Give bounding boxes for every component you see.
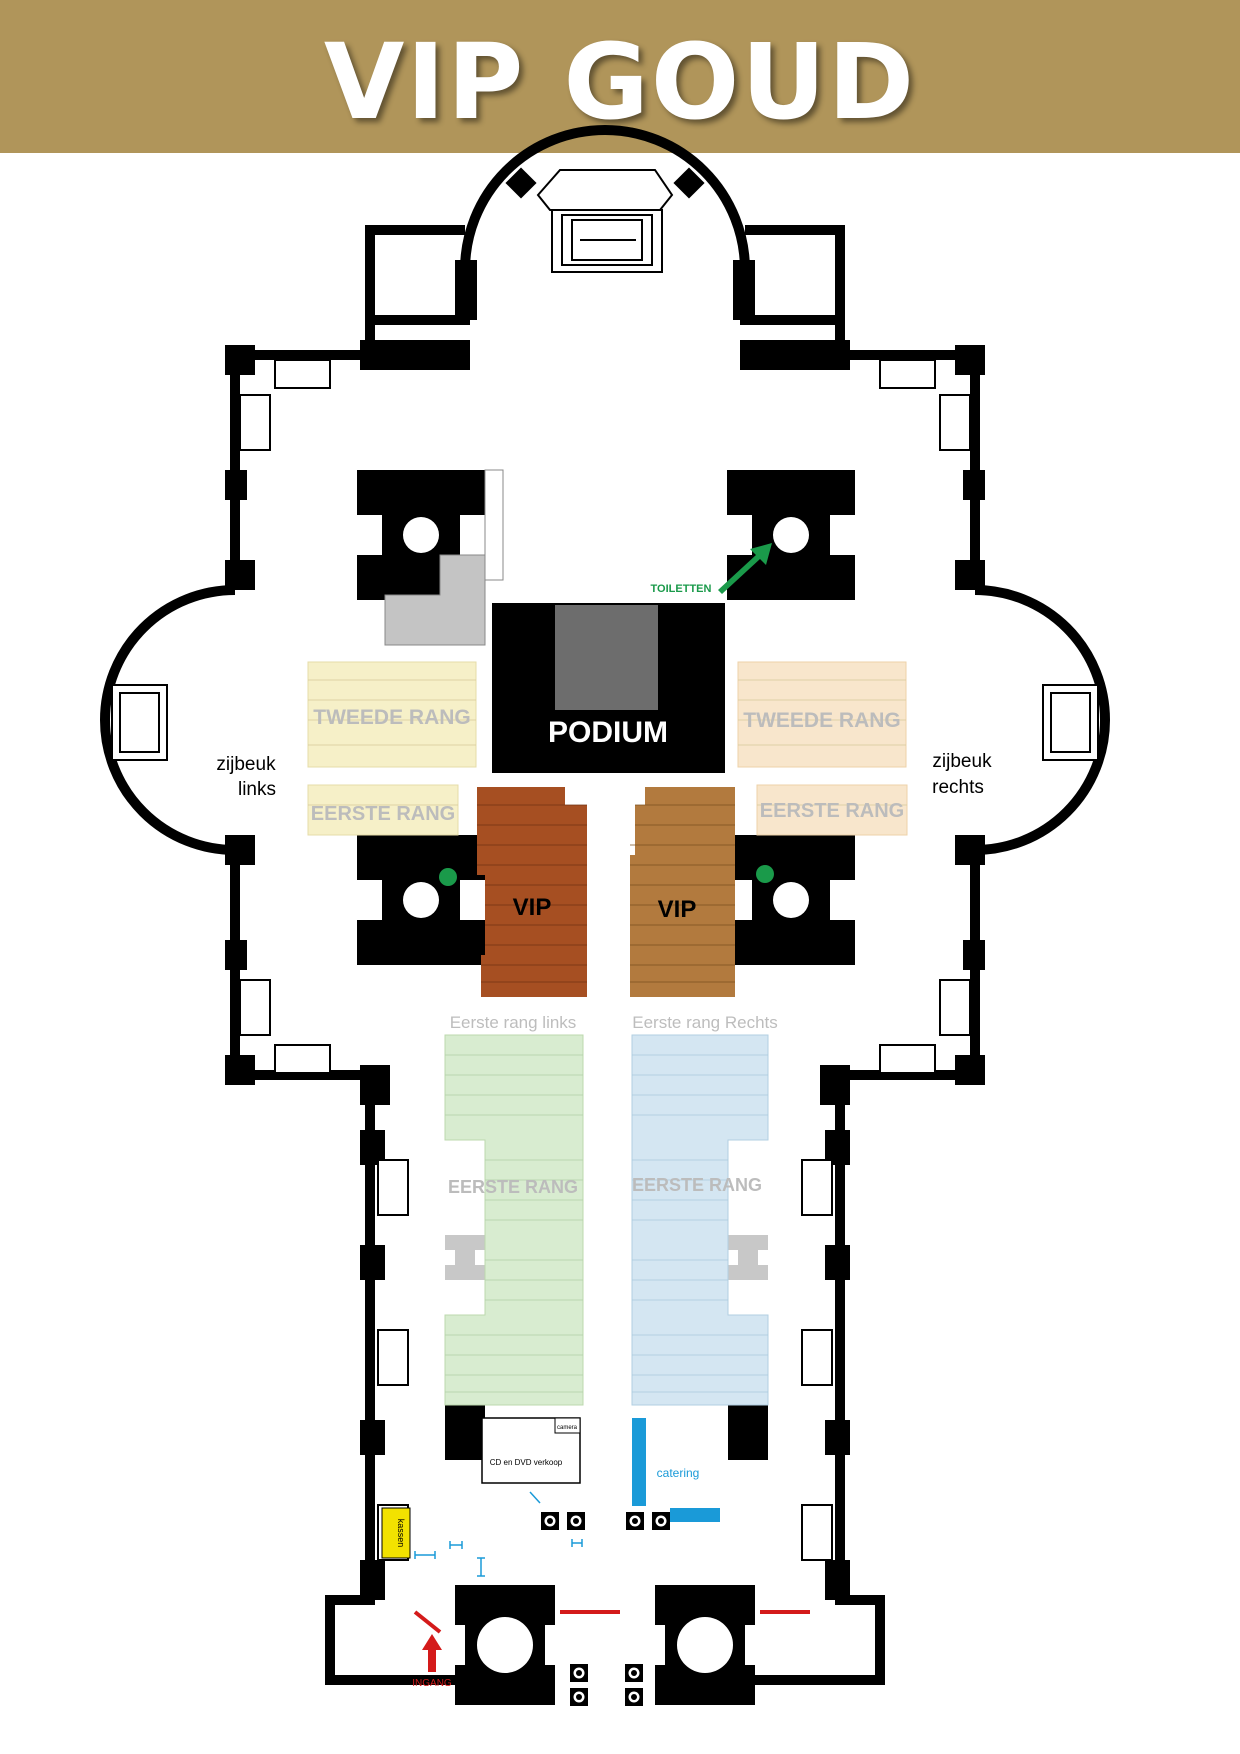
catering-label: catering — [657, 1466, 700, 1480]
section-tweede-rang-left[interactable] — [307, 661, 477, 768]
toiletten-label: TOILETTEN — [651, 583, 712, 595]
section-eerste-rang-left-transept[interactable] — [307, 784, 459, 836]
sacristy-strip — [484, 469, 504, 581]
vip-seat-lines-right — [630, 804, 735, 983]
section-vip-left[interactable] — [477, 787, 587, 997]
two-x-right-label: 2X — [760, 849, 770, 858]
zijbeuk-links-line1: zijbeuk — [216, 754, 276, 775]
nave-seat-lines-right — [632, 1054, 768, 1393]
podium-screen — [555, 605, 658, 710]
eerste-rang-right-transept-label: EERSTE RANG — [760, 800, 904, 822]
nave-pillars-black — [445, 1405, 768, 1460]
kassen-label: kassen — [396, 1519, 406, 1548]
transept-seat-lines — [308, 679, 907, 806]
stanchion-markers — [414, 1491, 583, 1577]
apse-altar — [536, 169, 674, 273]
two-x-marker-right[interactable] — [756, 865, 774, 883]
podium-label: PODIUM — [548, 716, 668, 749]
vip-seat-lines — [477, 804, 587, 983]
vip-left-label: VIP — [513, 894, 552, 921]
catering-counter-vertical[interactable] — [632, 1418, 646, 1506]
nave-seat-lines — [445, 1054, 583, 1393]
toiletten-arrow-icon[interactable] — [718, 543, 772, 594]
catering-counter-horizontal[interactable] — [670, 1508, 720, 1522]
kassen-booth[interactable] — [381, 1507, 411, 1559]
tweede-rang-right-label: TWEEDE RANG — [743, 709, 901, 732]
vip-right-label: VIP — [658, 896, 697, 923]
ingang-label: INGANG — [412, 1678, 452, 1689]
tweede-rang-left-label: TWEEDE RANG — [313, 706, 471, 729]
cd-dvd-label: CD en DVD verkoop — [490, 1458, 563, 1467]
two-x-marker-left[interactable] — [439, 868, 457, 886]
entrance-doors — [413, 1610, 810, 1634]
nave-left-block-label: EERSTE RANG — [448, 1177, 578, 1197]
eerste-rang-left-transept-label: EERSTE RANG — [311, 803, 455, 825]
camera-booth[interactable] — [554, 1417, 581, 1434]
entrance-tower-holes — [477, 1617, 733, 1673]
zijbeuk-links-line2: links — [238, 779, 276, 800]
section-eerste-rang-right-transept[interactable] — [756, 784, 908, 836]
section-tweede-rang-right[interactable] — [737, 661, 907, 768]
speakers — [541, 1512, 670, 1706]
wall-niches — [111, 359, 1099, 1561]
zijbeuk-rechts-line1: zijbeuk — [932, 751, 992, 772]
section-vip-right[interactable] — [630, 787, 735, 997]
camera-label: camera — [557, 1425, 578, 1431]
pillar-holes — [403, 517, 809, 918]
wall-buttresses — [225, 167, 985, 1600]
nave-left-caption: Eerste rang links — [450, 1013, 577, 1032]
page-title: VIP GOUD — [323, 21, 917, 143]
ingang-arrow-icon[interactable] — [422, 1634, 442, 1672]
two-x-left-label: 2X — [443, 852, 453, 861]
nave-right-caption: Eerste rang Rechts — [632, 1013, 778, 1032]
zijbeuk-rechts-line2: rechts — [932, 777, 984, 798]
nave-right-block-label: EERSTE RANG — [632, 1175, 762, 1195]
